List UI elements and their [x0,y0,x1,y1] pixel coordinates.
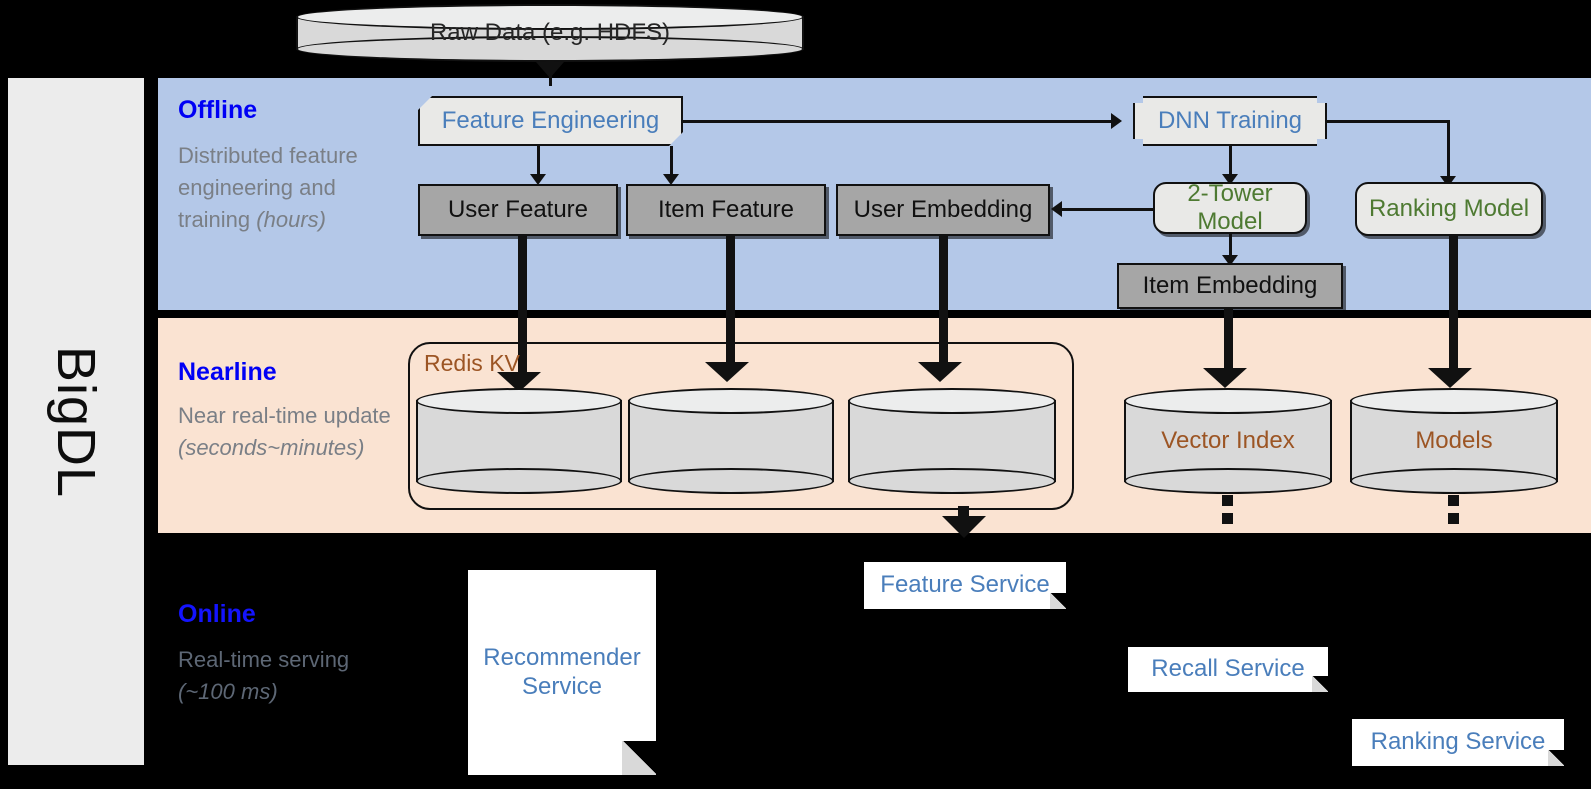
cylinder-top [628,388,834,414]
cylinder-bottom [416,468,622,494]
pipe-itemembedding-vectorindex [1224,309,1233,377]
node-user-feature[interactable]: User Feature [418,184,618,236]
node-feature-service[interactable]: Feature Service [864,562,1066,609]
edge-vectorindex-recall-stub2 [1222,513,1233,524]
node-ranking-service[interactable]: Ranking Service [1352,719,1564,766]
edge-redis-featureservice-arrow [942,516,986,538]
cylinder-top [416,388,622,414]
store-vector-index: Vector Index [1124,388,1332,494]
nearline-title: Nearline [178,358,277,386]
edge-dnn-ranking-v [1447,120,1450,180]
store-user-embedding [848,388,1056,494]
online-title: Online [178,600,256,628]
raw-data-label: Raw Data (e.g. HDFS) [429,19,671,46]
models-label: Models [1415,427,1493,454]
node-dnn-training[interactable]: DNN Training [1133,96,1327,146]
pipe-userembedding-arrow [918,362,962,382]
edge-fe-dnn [683,120,1111,123]
nearline-subtitle: Near real-time update (seconds~minutes) [178,403,391,460]
store-models: Models [1350,388,1558,494]
cylinder-bottom [1124,468,1332,494]
node-ranking-model[interactable]: Ranking Model [1355,182,1543,236]
redis-kv-label: Redis KV [424,350,520,376]
edge-twotower-userembedding [1062,208,1154,211]
pipe-vectorindex-arrow [1203,368,1247,388]
edge-dnn-ranking-h [1327,120,1449,123]
cylinder-bottom [848,468,1056,494]
edge-fe-userfeature-arrow [530,174,546,185]
raw-data-store: Raw Data (e.g. HDFS) [296,4,804,62]
pipe-models-arrow [1428,368,1472,388]
edge-fe-userfeature [537,146,540,178]
online-subtitle: Real-time serving (~100 ms) [178,647,350,704]
store-user-feature [416,388,622,494]
pipe-userfeature-store [518,236,527,384]
edge-models-ranking-stub2 [1448,513,1459,524]
edge-dnn-twotower [1229,146,1232,179]
cylinder-top [1124,388,1332,414]
edge-redis-featureservice-stub [958,506,969,517]
redis-kv-container: Redis KV [408,342,1074,510]
offline-subtitle: Distributed feature engineering and trai… [178,143,358,232]
store-item-feature [628,388,834,494]
pipe-userfeature-arrow [497,372,541,392]
edge-fe-dnn-arrow [1111,113,1122,129]
bigdl-label: BigDL [46,345,106,498]
cylinder-top [848,388,1056,414]
node-recommender-service[interactable]: Recommender Service [468,570,656,775]
pipe-rankingmodel-models [1449,236,1458,378]
node-user-embedding[interactable]: User Embedding [836,184,1050,236]
cylinder-top [296,4,804,30]
offline-title: Offline [178,96,258,124]
edge-twotower-itememb [1229,234,1232,260]
edge-fe-itemfeature [670,146,673,178]
cylinder-top [1350,388,1558,414]
pipe-itemfeature-arrow [705,362,749,382]
edge-dnn-ranking-arrow [1440,176,1456,187]
cylinder-bottom [1350,468,1558,494]
edge-twotower-itememb-arrow [1222,255,1238,266]
node-two-tower-model[interactable]: 2-Tower Model [1153,180,1307,235]
node-item-embedding[interactable]: Item Embedding [1117,263,1343,309]
node-recall-service[interactable]: Recall Service [1128,647,1328,692]
pipe-itemfeature-store [726,236,735,372]
vector-index-label: Vector Index [1161,427,1295,454]
bigdl-rail: BigDL [8,78,144,765]
edge-rawdata-fe-arrow [536,62,564,78]
edge-fe-itemfeature-arrow [663,174,679,185]
pipe-userembedding-store [939,236,948,372]
cylinder-bottom [628,468,834,494]
node-feature-engineering[interactable]: Feature Engineering [418,96,683,146]
edge-models-ranking-stub1 [1448,495,1459,506]
node-item-feature[interactable]: Item Feature [626,184,826,236]
edge-dnn-twotower-arrow [1222,174,1238,185]
edge-vectorindex-recall-stub1 [1222,495,1233,506]
edge-twotower-userembedding-arrow [1051,201,1062,217]
